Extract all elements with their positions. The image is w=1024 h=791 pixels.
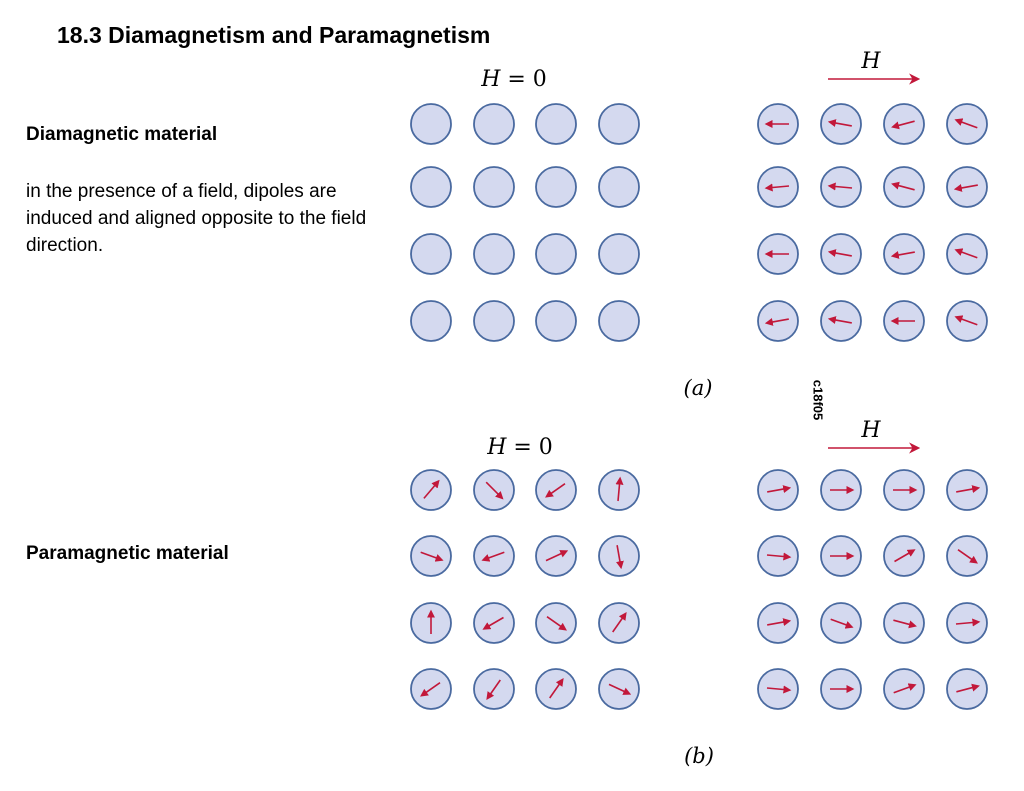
panel-a-zero-field-label: H = 0 [480,67,547,92]
panel-b-zero-field-rest: = 0 [506,435,552,460]
panel-b-left-dipole-arrow [420,551,444,562]
panel-a-right-dipole-arrow [891,120,915,130]
panel-b-right-dipole-arrow [956,485,981,494]
panel-a-field-label: H [860,49,881,74]
panel-b-left-dipole-arrow [615,476,624,502]
paramagnetic-heading: Paramagnetic material [26,543,229,564]
panel-b-caption: (b) [684,744,714,768]
panel-a-left-atom-circle [473,166,515,208]
panel-b-left-dipole-arrow [486,679,501,700]
panel-b-right-dipole-arrow [956,683,980,693]
panel-b-left-dipole-arrow [608,683,632,695]
panel-b-left-dipole-arrow [549,678,564,699]
panel-b-zero-field-label: H = 0 [486,435,553,460]
panel-a-right-dipole-arrow [827,316,852,325]
panel-a-right-dipole-arrow [764,317,789,326]
panel-b-left-dipole-arrow [545,550,569,562]
panel-a-zero-field-var: H [480,67,501,92]
panel-b-right-dipole-arrow [893,683,917,694]
panel-a-right-dipole-arrow [827,119,852,128]
panel-b-left-dipole-arrow [481,551,505,562]
panel-a-right-dipole-arrow [764,183,790,192]
panel-b-left-dipole-arrow [612,612,627,633]
slide-title: 18.3 Diamagnetism and Paramagnetism [57,22,491,48]
panel-a-right-dipole-arrow [953,183,978,192]
panel-a-right-dipole-arrow [827,182,853,191]
panel-a-right-dipole-arrow [827,249,852,258]
panel-a-left-atom-circle [535,233,577,275]
panel-b-right-dipole-arrow [767,618,792,627]
panel-b-right-dipole-arrow [893,619,917,629]
panel-b-left-dipole-arrow [545,483,566,498]
panel-a-left-atom-circle [598,300,640,342]
panel-a-left-atom-circle [598,103,640,145]
panel-b-right-dipole-arrow [955,618,981,627]
panel-a-left-atom-circle [410,166,452,208]
diamagnetic-heading: Diamagnetic material [26,124,218,145]
panel-a-left-atom-circle [598,233,640,275]
panel-b-left-dipole-arrow [485,481,504,500]
panel-a-left-atom-circle [473,233,515,275]
panel-a-left-atom-circle [410,300,452,342]
panel-b-left-dipole-arrow [615,545,624,570]
panel-a-left-atom-circle [410,233,452,275]
panel-b-left-dipole-arrow [423,479,440,499]
panel-a-right-dipole-arrow [954,315,978,326]
panel-b-zero-field-var: H [486,435,507,460]
panel-a-right-dipole-arrow [891,181,915,191]
panel-b-right-dipole-arrow [830,618,854,629]
panel-a-right-dipole-arrow [954,118,978,129]
panel-a-left-atom-circle [598,166,640,208]
panel-b-right-dipole-arrow [767,485,792,494]
panel-b-left-dipole-arrow [420,682,441,697]
panel-a-right-dipole-arrow [890,250,915,259]
panel-a-left-atom-circle [535,300,577,342]
panel-a-right-dipole-arrow [954,248,978,259]
diamagnetic-description: in the presence of a field, dipoles are … [26,181,367,256]
panel-a-caption: (a) [684,376,713,400]
panel-b-right-dipole-arrow [894,549,916,563]
panel-b-left-dipole-arrow [546,616,567,631]
panel-b-right-dipole-arrow [766,685,792,694]
dipole-grids [410,103,988,710]
panel-a-left-atom-circle [535,103,577,145]
panel-b-field-label: H [860,418,881,443]
panel-a-zero-field-rest: = 0 [500,67,546,92]
panel-a-left-atom-circle [535,166,577,208]
panel-b-right-dipole-arrow [957,549,978,564]
panel-a-left-atom-circle [410,103,452,145]
panel-a-left-atom-circle [473,103,515,145]
panel-a-left-atom-circle [473,300,515,342]
panel-b-left-dipole-arrow [482,616,504,630]
panel-b-right-dipole-arrow [766,552,792,561]
